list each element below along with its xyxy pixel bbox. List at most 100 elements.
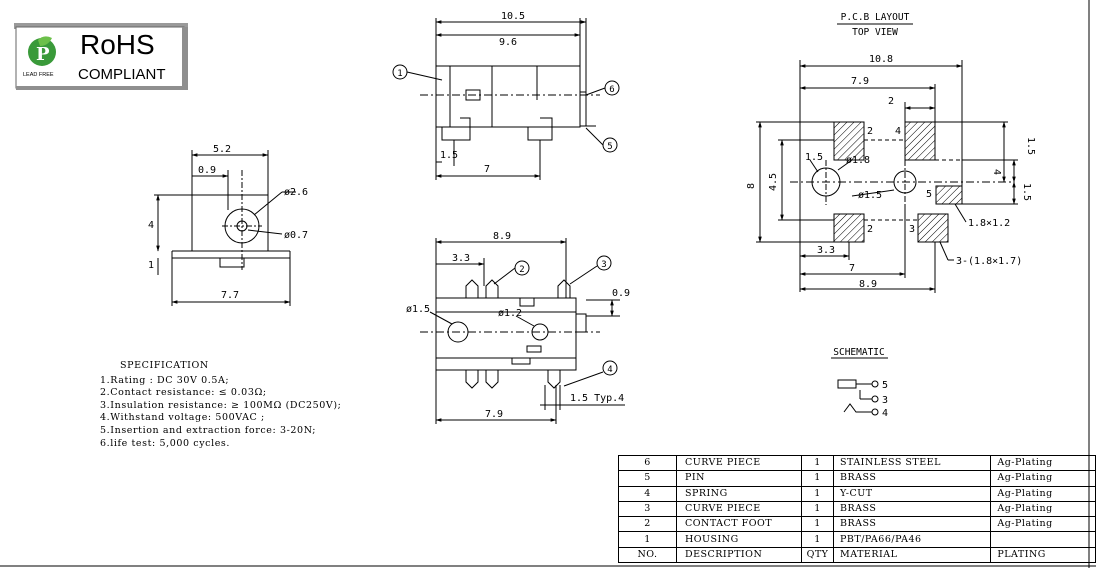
schematic-pin-3: 3 (882, 395, 888, 406)
callout-6: 6 (609, 85, 614, 95)
specification-heading: SPECIFICATION (120, 360, 209, 371)
front-view (154, 150, 296, 306)
bom-header-cell: NO. (618, 546, 677, 564)
bom-cell: Ag-Plating (990, 485, 1096, 502)
dim-bottom-spacing: 7.9 (485, 409, 503, 420)
spec-line: 2.Contact resistance: ≤ 0.03Ω; (100, 387, 267, 399)
bom-cell: PIN (675, 470, 803, 487)
dim-pcb-right-mid: 4 (991, 169, 1002, 175)
spec-line: 6.life test: 5,000 cycles. (100, 437, 231, 449)
dim-pcb-hole-off: 1.5 (805, 152, 823, 163)
bom-cell: 6 (618, 454, 677, 472)
side-view (392, 18, 620, 180)
bom-cell: 1 (801, 485, 834, 502)
hole-bottom-right: ø1.2 (498, 308, 522, 319)
dim-pcb-bottom-b: 7 (849, 263, 855, 274)
schematic (831, 357, 888, 416)
bom-cell: SPRING (675, 485, 803, 502)
bom-cell: Ag-Plating (990, 454, 1096, 472)
dim-bottom-pin-offset: 3.3 (452, 253, 470, 264)
note-pads: 3-(1.8×1.7) (956, 256, 1022, 267)
hole-pcb-large: ø1.8 (846, 155, 870, 166)
dim-pcb-height: 8 (746, 183, 757, 189)
rohs-title: RoHS (80, 29, 155, 60)
table-row: 2 CONTACT FOOT 1 BRASS Ag-Plating (618, 516, 1096, 533)
bom-cell: STAINLESS STEEL (832, 454, 992, 472)
bom-cell: 2 (618, 516, 677, 533)
bottom-view-labels: 8.9 3.3 0.9 7.9 1.5 Typ.4 ø1.5 ø1.2 2 3 … (406, 231, 630, 420)
bom-cell: 1 (801, 516, 834, 533)
callout-4: 4 (607, 365, 612, 375)
dim-pcb-right-small: 1.5 (1021, 183, 1032, 201)
pad-number-4: 4 (895, 126, 901, 137)
table-row: 5 PIN 1 BRASS Ag-Plating (618, 470, 1096, 487)
bom-cell: 4 (618, 485, 677, 502)
dim-pcb-pad-w: 2 (888, 96, 894, 107)
callout-5: 5 (607, 142, 612, 152)
callout-2: 2 (519, 265, 524, 275)
dim-pcb-inner: 7.9 (851, 76, 869, 87)
dim-pcb-bottom-a: 3.3 (817, 245, 835, 256)
specification-block: SPECIFICATION 1.Rating : DC 30V 0.5A; 2.… (100, 360, 342, 450)
dim-pcb-right-top: 1.5 (1025, 137, 1036, 155)
spec-line: 5.Insertion and extraction force: 3-20N; (100, 424, 317, 436)
bom-cell: 5 (618, 470, 677, 487)
bom-cell: BRASS (832, 470, 992, 487)
bom-cell: BRASS (832, 516, 992, 533)
dim-front-height: 4 (148, 220, 154, 231)
bom-cell: 1 (801, 531, 834, 548)
dim-front-width-bottom: 7.7 (221, 290, 239, 301)
pad-number-5: 5 (926, 189, 932, 200)
bottom-view (420, 238, 625, 424)
bom-cell: Ag-Plating (990, 516, 1096, 533)
pad-number-3: 3 (909, 224, 915, 235)
bom-cell: Ag-Plating (990, 500, 1096, 518)
bom-cell (990, 531, 1096, 548)
bom-header-cell: QTY (801, 546, 834, 564)
dim-pcb-overall: 10.8 (869, 54, 893, 65)
table-row: 1 HOUSING 1 PBT/PA66/PA46 (618, 531, 1096, 548)
schematic-labels: SCHEMATIC 5 3 4 (833, 347, 888, 419)
spec-line: 1.Rating : DC 30V 0.5A; (100, 374, 230, 386)
pad-number-2-top: 2 (867, 126, 873, 137)
schematic-title: SCHEMATIC (833, 347, 884, 358)
bom-cell: 1 (801, 470, 834, 487)
pcb-layout-labels: P.C.B LAYOUT TOP VIEW 10.8 7.9 2 1.5 8 4… (746, 12, 1036, 290)
dim-front-inner-offset: 0.9 (198, 165, 216, 176)
front-view-labels: 5.2 0.9 4 1 7.7 ø2.6 ø0.7 (148, 144, 308, 301)
leaf-icon (28, 38, 56, 66)
dim-front-base: 1 (148, 260, 154, 271)
bom-cell: Y-CUT (832, 485, 992, 502)
rohs-subtitle: COMPLIANT (78, 66, 166, 83)
dim-bottom-tab: 0.9 (612, 288, 630, 299)
bom-header-cell: PLATING (990, 546, 1096, 564)
svg-text:P: P (36, 44, 50, 65)
table-row: 4 SPRING 1 Y-CUT Ag-Plating (618, 485, 1096, 502)
dim-pcb-inner-h: 4.5 (768, 173, 779, 191)
spec-line: 3.Insulation resistance: ≥ 100MΩ (DC250V… (100, 399, 342, 411)
pad-number-2-bottom: 2 (867, 224, 873, 235)
bom-cell: BRASS (832, 500, 992, 518)
dim-bottom-pitch: 1.5 Typ.4 (570, 393, 624, 404)
bom-header-cell: DESCRIPTION (675, 546, 803, 564)
dim-side-body: 9.6 (499, 37, 517, 48)
hole-pcb-small: ø1.5 (858, 190, 882, 201)
side-view-labels: 10.5 9.6 1.5 7 1 6 5 (397, 11, 614, 175)
dim-front-width-top: 5.2 (213, 144, 231, 155)
bom-table: 6 CURVE PIECE 1 STAINLESS STEEL Ag-Plati… (618, 454, 1096, 564)
dim-side-foot-spacing: 7 (484, 164, 490, 175)
bom-header-cell: MATERIAL (832, 546, 992, 564)
bom-cell: 1 (801, 454, 834, 472)
schematic-pin-4: 4 (882, 408, 888, 419)
bom-cell: CONTACT FOOT (675, 516, 803, 533)
table-header-row: NO. DESCRIPTION QTY MATERIAL PLATING (618, 546, 1096, 564)
hole-front-outer: ø2.6 (284, 187, 308, 198)
lead-free-badge: LEAD FREE (23, 72, 54, 78)
bom-cell: 1 (618, 531, 677, 548)
spec-line: 4.Withstand voltage: 500VAC ; (100, 412, 265, 424)
dim-bottom-overall: 8.9 (493, 231, 511, 242)
pcb-title: P.C.B LAYOUT (841, 12, 910, 23)
bom-cell: PBT/PA66/PA46 (832, 531, 992, 548)
hole-bottom-left: ø1.5 (406, 304, 430, 315)
